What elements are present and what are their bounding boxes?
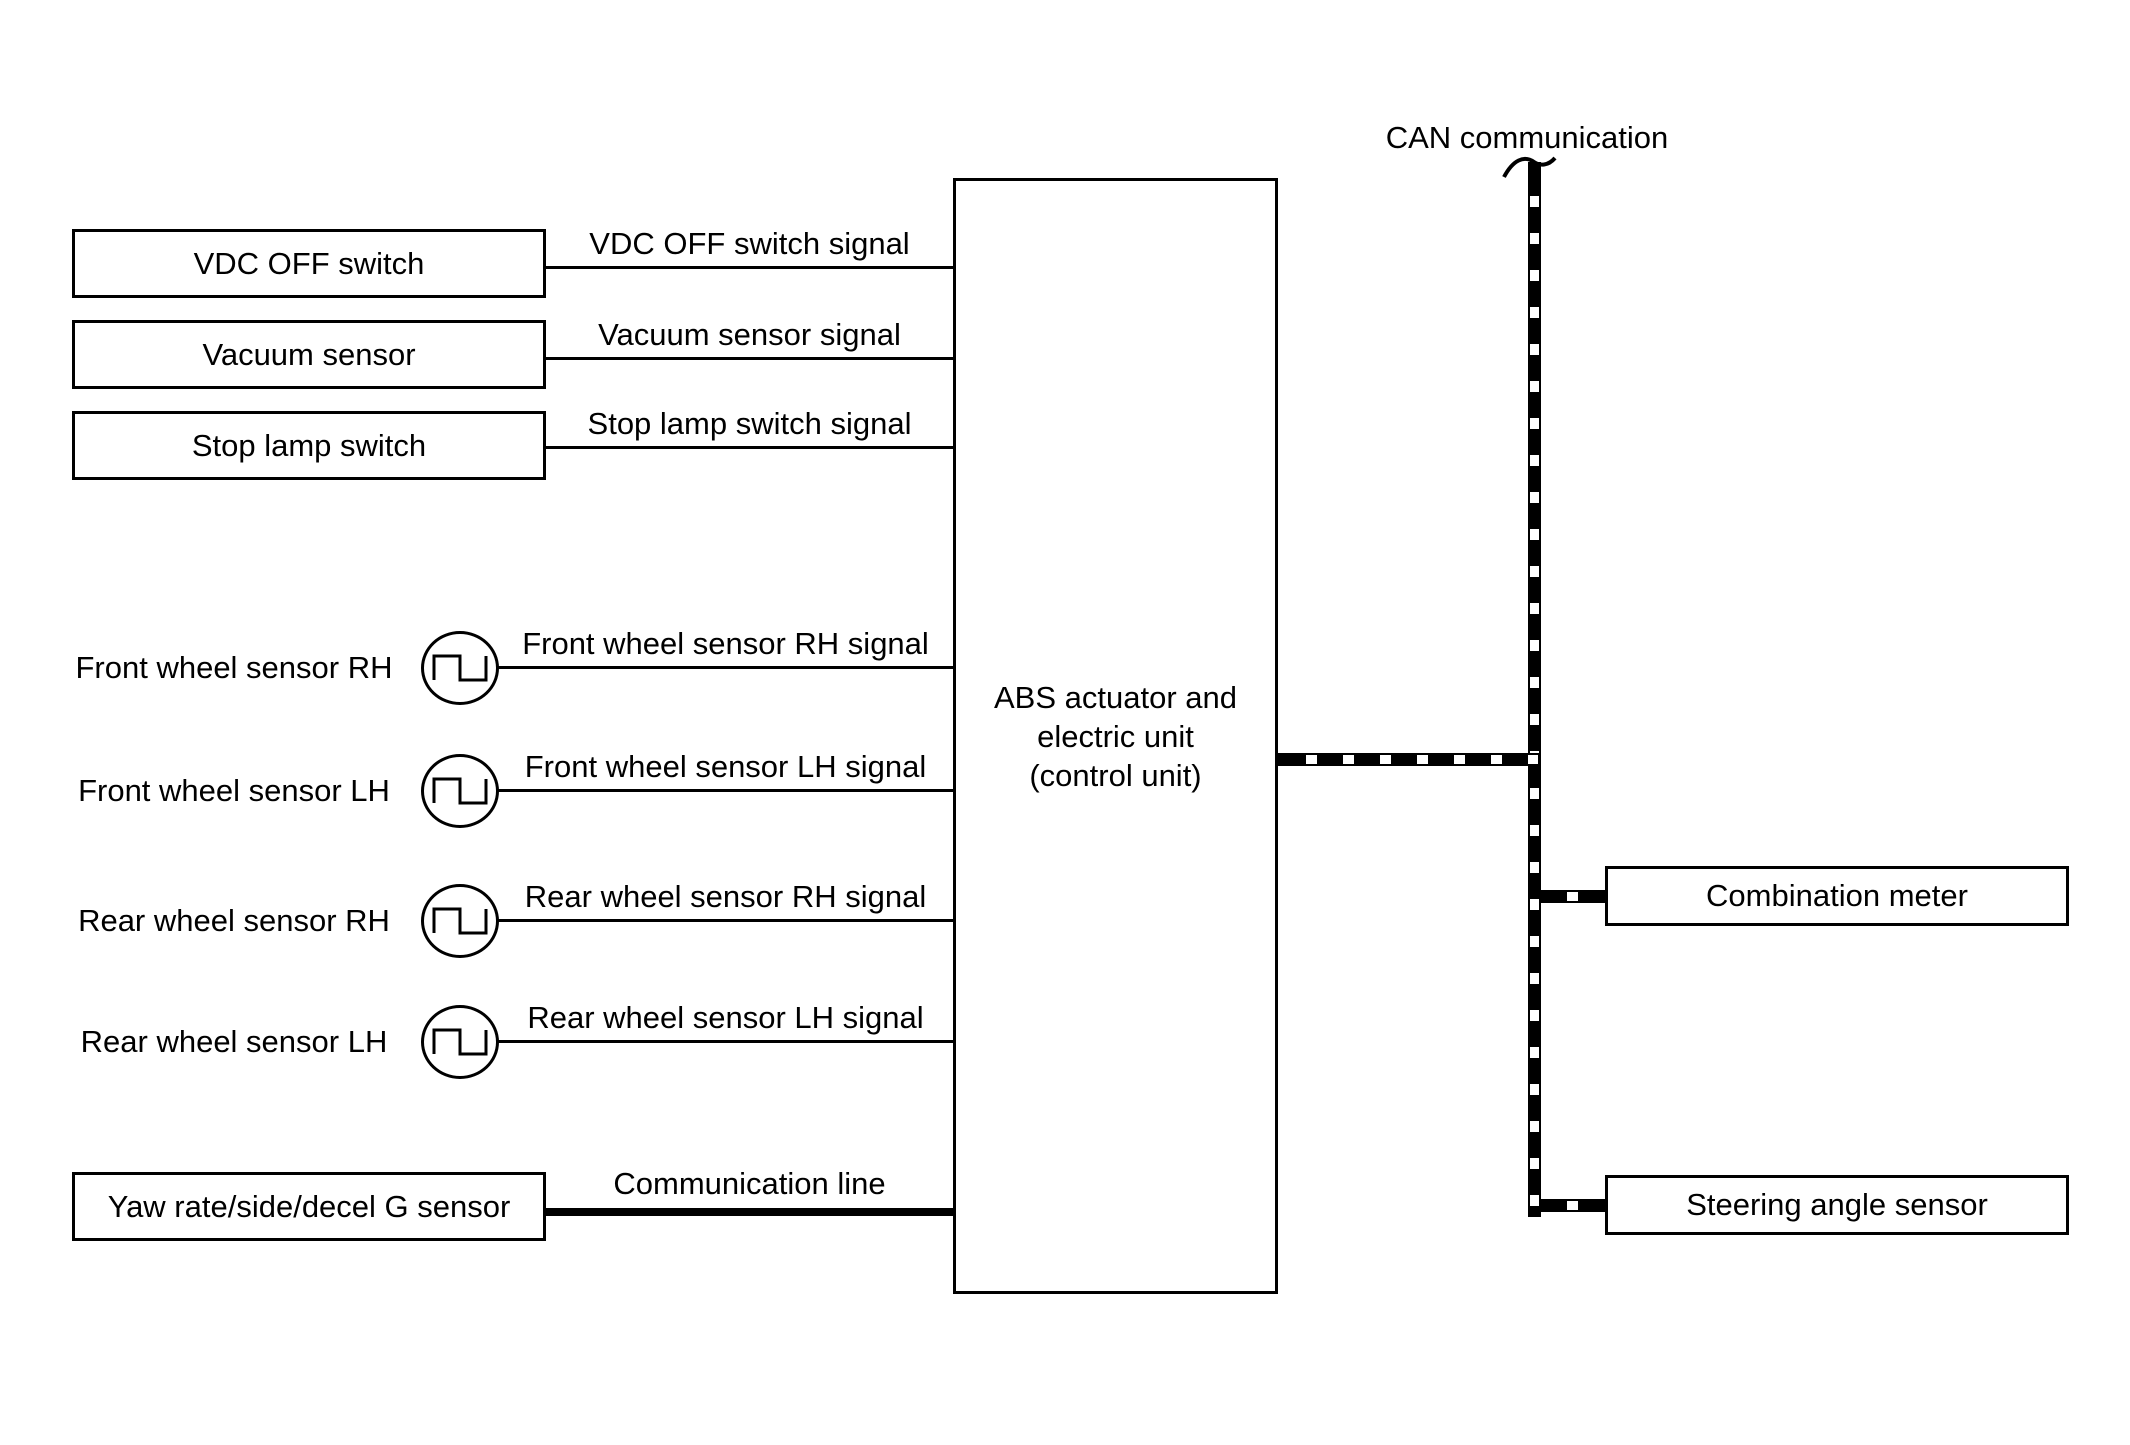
abs-box-line1: ABS actuator and — [994, 679, 1237, 715]
yaw-rate-sensor-box: Yaw rate/side/decel G sensor — [72, 1172, 546, 1241]
square-wave-icon — [432, 777, 488, 805]
front-wheel-sensor-lh-label: Front wheel sensor LH — [78, 773, 390, 808]
front-wheel-sensor-rh-label: Front wheel sensor RH — [75, 650, 393, 685]
can-bus-combination-meter-stub — [1539, 890, 1605, 903]
vdc-off-switch-box: VDC OFF switch — [72, 229, 546, 298]
communication-line-label: Communication line — [613, 1166, 886, 1201]
rear-wheel-lh-signal-label: Rear wheel sensor LH signal — [527, 1000, 924, 1035]
square-wave-icon — [432, 907, 488, 935]
abs-box-line2: electric unit — [1037, 718, 1194, 754]
rear-wheel-sensor-lh-symbol — [421, 1005, 499, 1079]
stop-lamp-signal-label: Stop lamp switch signal — [587, 406, 912, 441]
vdc-off-signal-label: VDC OFF switch signal — [589, 226, 910, 261]
abs-box-line3: (control unit) — [1029, 757, 1202, 793]
rear-wheel-rh-signal-label: Rear wheel sensor RH signal — [524, 879, 927, 914]
stop-lamp-signal-wire — [546, 446, 953, 449]
square-wave-icon — [432, 654, 488, 682]
rear-wheel-lh-signal-wire — [498, 1040, 953, 1043]
front-wheel-lh-signal-wire — [498, 789, 953, 792]
rear-wheel-sensor-rh-symbol — [421, 884, 499, 958]
can-bus-vertical-line — [1528, 168, 1541, 1217]
can-communication-label: CAN communication — [1385, 120, 1669, 155]
front-wheel-rh-signal-wire — [498, 666, 953, 669]
front-wheel-rh-signal-label: Front wheel sensor RH signal — [522, 626, 929, 661]
vacuum-sensor-box: Vacuum sensor — [72, 320, 546, 389]
communication-line-wire — [546, 1208, 953, 1216]
steering-angle-sensor-box: Steering angle sensor — [1605, 1175, 2069, 1235]
vdc-off-signal-wire — [546, 266, 953, 269]
rear-wheel-sensor-lh-label: Rear wheel sensor LH — [80, 1024, 388, 1059]
vacuum-signal-wire — [546, 357, 953, 360]
combination-meter-box: Combination meter — [1605, 866, 2069, 926]
front-wheel-lh-signal-label: Front wheel sensor LH signal — [524, 749, 927, 784]
vacuum-signal-label: Vacuum sensor signal — [598, 317, 901, 352]
can-bus-abs-branch-line — [1278, 753, 1540, 766]
rear-wheel-rh-signal-wire — [498, 919, 953, 922]
can-bus-steering-sensor-stub — [1539, 1199, 1605, 1212]
front-wheel-sensor-lh-symbol — [421, 754, 499, 828]
front-wheel-sensor-rh-symbol — [421, 631, 499, 705]
square-wave-icon — [432, 1028, 488, 1056]
rear-wheel-sensor-rh-label: Rear wheel sensor RH — [78, 903, 390, 938]
stop-lamp-switch-box: Stop lamp switch — [72, 411, 546, 480]
abs-actuator-control-unit-box: ABS actuator and electric unit (control … — [953, 178, 1278, 1294]
